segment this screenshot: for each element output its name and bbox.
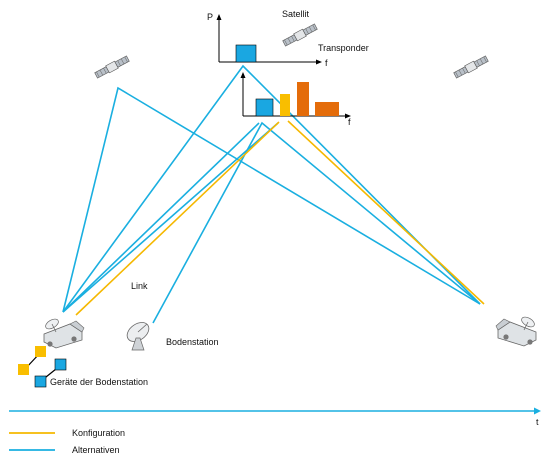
transponder-bar-blue (255, 98, 274, 117)
legend-configuration-label: Konfiguration (72, 428, 125, 438)
signal-bar-top (235, 44, 257, 63)
truck-antenna-icon (495, 316, 537, 347)
transponder-frequency-axis-arrow-icon (345, 113, 351, 119)
truck-antenna-icon (43, 318, 85, 349)
alternative-link-1 (62, 86, 481, 313)
legend-alternatives-label: Alternativen (72, 445, 120, 455)
device-square-yellow-1 (35, 346, 46, 357)
configuration-link-2 (287, 120, 485, 305)
device-tree (18, 346, 67, 388)
transponder-bar-orange-short (315, 102, 339, 116)
satellite-label: Satellit (282, 9, 310, 19)
legend: Konfiguration Alternativen (9, 428, 125, 455)
transponder-bar-orange-tall (297, 82, 309, 116)
frequency-axis-top-arrow-icon (316, 59, 322, 65)
device-square-yellow-2 (18, 364, 29, 375)
power-axis-label: P (207, 12, 213, 22)
frequency-axis-top-label: f (325, 58, 328, 68)
transponder-power-axis-arrow-icon (240, 72, 246, 78)
alternative-link-5 (152, 121, 481, 324)
satellite-icon (282, 23, 318, 47)
transponder-spectrum-plot: f (240, 72, 351, 127)
alternative-link-4 (62, 122, 279, 313)
devices-label: Geräte der Bodenstation (50, 377, 148, 387)
satellite-icon (94, 55, 130, 79)
power-axis-arrow-icon (216, 14, 222, 20)
device-square-blue-2 (34, 375, 47, 388)
time-axis: t (9, 407, 541, 427)
link-label: Link (131, 281, 148, 291)
configuration-link-1 (75, 121, 280, 316)
time-axis-label: t (536, 417, 539, 427)
transponder-bar-yellow (280, 94, 290, 116)
ground-station-label: Bodenstation (166, 337, 219, 347)
device-square-blue-1 (54, 358, 67, 371)
configuration-links (75, 120, 485, 316)
dish-antenna-icon (126, 322, 150, 351)
transponder-frequency-axis-label: f (348, 117, 351, 127)
alternative-links (62, 64, 481, 324)
satellite-icon (453, 55, 489, 79)
power-spectrum-plot: P f (207, 12, 328, 68)
transponder-label: Transponder (318, 43, 369, 53)
alternative-link-2 (62, 64, 481, 313)
alternative-link-3 (62, 122, 260, 313)
